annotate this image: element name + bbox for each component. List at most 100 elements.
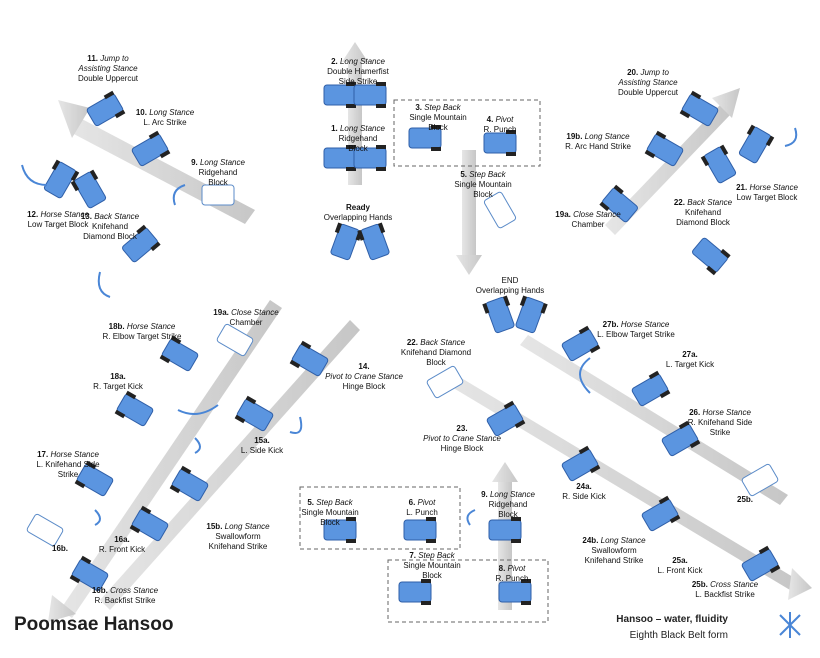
move-13-tech2: Diamond Block	[83, 232, 137, 241]
label-move-14: 14. Pivot to Crane Stance Hinge Block	[325, 362, 403, 392]
move-26-tech2: Strike	[709, 428, 731, 437]
move-16a-num: 16a.	[114, 535, 130, 544]
move-19b-stance: Long Stance	[584, 132, 630, 141]
arrow-ne	[605, 105, 730, 235]
move-20-num: 20.	[627, 68, 639, 77]
label-ready: Ready Overlapping Hands	[324, 203, 392, 223]
arrow-se	[440, 370, 798, 590]
label-move-2: 2. Long Stance Double Hamerfist Side Str…	[327, 57, 389, 87]
label-move-18a: 18a. R. Target Kick	[93, 372, 143, 392]
move-16b-num: 16b.	[51, 544, 69, 553]
move-5b-stance: Step Back	[316, 498, 353, 507]
move-6-num: 6.	[408, 498, 416, 507]
move-2-stance: Long Stance	[339, 57, 385, 66]
move-24b-num: 24b.	[582, 536, 599, 545]
move-1-tech2: Block	[348, 144, 368, 153]
arrow-se-upper	[520, 335, 788, 505]
move-15b-num: 15b.	[206, 522, 223, 531]
move-19a2-tech: Chamber	[229, 318, 263, 327]
move-22a-num: 22.	[673, 198, 685, 207]
move-9-tech: Ridgehand	[198, 168, 238, 177]
label-move-12: 12. Horse Stance Low Target Block	[27, 210, 89, 230]
label-move-4: 4. Pivot R. Punch	[484, 115, 517, 135]
move-15a-num: 15a.	[254, 436, 270, 445]
move-15a-tech: L. Side Kick	[240, 446, 284, 455]
move-20-tech: Double Uppercut	[617, 88, 679, 97]
move-14-stance: Pivot to Crane Stance	[325, 372, 403, 381]
move-11-stance: Jump to	[100, 54, 129, 63]
move-22b-tech: Knifehand Diamond	[400, 348, 472, 357]
move-15b-tech: Swallowform	[215, 532, 261, 541]
move-12-stance: Horse Stance	[40, 210, 89, 219]
move-3-tech: Single Mountain	[409, 113, 467, 122]
label-move-23: 23. Pivot to Crane Stance Hinge Block	[423, 424, 501, 454]
move-9-num: 9.	[191, 158, 198, 167]
label-move-16b: 16b.	[52, 544, 68, 554]
turn-arrows	[21, 127, 798, 526]
move-7-stance: Step Back	[418, 551, 455, 560]
page-title: Poomsae Hansoo	[14, 614, 174, 635]
move-10-num: 10.	[135, 108, 147, 117]
ready-tech: Overlapping Hands	[323, 213, 393, 222]
move-3-num: 3.	[415, 103, 422, 112]
move-26-num: 26.	[689, 408, 701, 417]
label-move-8: 8. Pivot R. Punch	[496, 564, 529, 584]
move-20-stance2: Assisting Stance	[618, 78, 678, 87]
move-13-tech: Knifehand	[91, 222, 129, 231]
label-move-24a: 24a. R. Side Kick	[562, 482, 606, 502]
move-22a-stance: Back Stance	[687, 198, 733, 207]
arrow-down-center-head	[456, 255, 482, 275]
move-22b-stance: Back Stance	[420, 338, 466, 347]
arrow-down-center	[462, 150, 476, 255]
move-8-num: 8.	[498, 564, 506, 573]
move-18a-num: 18a.	[110, 372, 126, 381]
label-move-27b: 27b. Horse Stance L. Elbow Target Strike	[597, 320, 675, 340]
label-end: END Overlapping Hands	[476, 276, 544, 296]
label-move-16b-2: 16b. Cross Stance R. Backfist Strike	[92, 586, 158, 606]
move-24b-tech: Swallowform	[591, 546, 637, 555]
label-move-3: 3. Step Back Single Mountain Block	[409, 103, 466, 133]
move-12-tech: Low Target Block	[27, 220, 89, 229]
move-7-tech2: Block	[422, 571, 442, 580]
move-22a-tech2: Diamond Block	[676, 218, 730, 227]
move-21-num: 21.	[736, 183, 748, 192]
label-move-11: 11. Jump to Assisting Stance Double Uppe…	[78, 54, 138, 84]
move-25b2-num: 25b.	[691, 580, 708, 589]
move-8-tech: R. Punch	[495, 574, 529, 583]
end-tech: Overlapping Hands	[475, 286, 545, 295]
move-16b2-tech: R. Backfist Strike	[94, 596, 156, 605]
move-25a-num: 25a.	[672, 556, 688, 565]
move-23-tech: Hinge Block	[440, 444, 484, 453]
move-5b-tech: Single Mountain	[301, 508, 359, 517]
move-23-num: 23.	[456, 424, 468, 433]
move-13-stance: Back Stance	[94, 212, 140, 221]
label-move-25a: 25a. L. Front Kick	[658, 556, 703, 576]
move-19a-stance: Close Stance	[573, 210, 621, 219]
move-21-stance: Horse Stance	[749, 183, 798, 192]
move-26-stance: Horse Stance	[702, 408, 751, 417]
move-25b2-stance: Cross Stance	[710, 580, 759, 589]
label-move-16a: 16a. R. Front Kick	[99, 535, 145, 555]
label-move-25b: 25b.	[737, 495, 753, 505]
move-9b-num: 9.	[481, 490, 488, 499]
move-27b-tech: L. Elbow Target Strike	[597, 330, 675, 339]
label-move-27a: 27a. L. Target Kick	[666, 350, 714, 370]
arrow-up-bottom-head	[492, 462, 518, 482]
label-move-7: 7. Step Back Single Mountain Block	[403, 551, 460, 581]
move-19a2-num: 19a.	[213, 308, 229, 317]
move-24b-stance: Long Stance	[600, 536, 646, 545]
label-move-19a-2: 19a. Close Stance Chamber	[213, 308, 278, 328]
move-16b2-stance: Cross Stance	[110, 586, 159, 595]
move-1-stance: Long Stance	[339, 124, 385, 133]
move-17-tech2: Strike	[57, 470, 79, 479]
move-7-num: 7.	[409, 551, 416, 560]
arrow-se-head	[788, 568, 812, 600]
label-move-6: 6. Pivot L. Punch	[406, 498, 438, 518]
move-1-tech: Ridgehand	[338, 134, 378, 143]
move-20-stance: Jump to	[640, 68, 669, 77]
move-17-num: 17.	[37, 450, 49, 459]
move-9b-tech: Ridgehand	[488, 500, 528, 509]
move-23-stance: Pivot to Crane Stance	[423, 434, 501, 443]
direction-arrows	[48, 42, 812, 622]
move-16b2-num: 16b.	[91, 586, 108, 595]
